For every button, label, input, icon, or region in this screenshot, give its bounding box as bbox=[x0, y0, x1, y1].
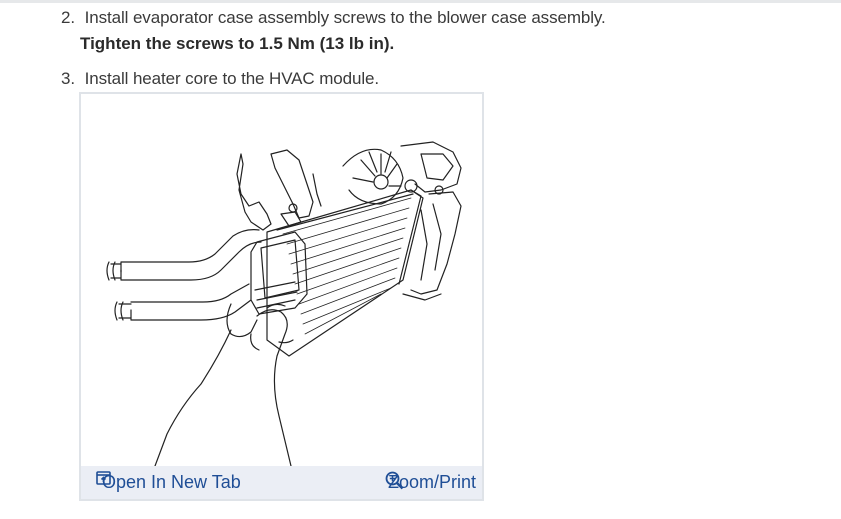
top-divider bbox=[0, 0, 841, 3]
open-in-new-tab-label: Open In New Tab bbox=[102, 472, 241, 492]
zoom-print-label: Zoom/Print bbox=[387, 472, 476, 492]
step-2-text: Install evaporator case assembly screws … bbox=[84, 8, 606, 27]
open-in-new-tab-link[interactable]: Open In New Tab bbox=[96, 471, 241, 493]
heater-core-figure: Open In New Tab Zoom/Print bbox=[79, 92, 484, 501]
step-3-number: 3. bbox=[61, 69, 75, 88]
heater-core-illustration bbox=[106, 141, 462, 466]
step-2: 2. Install evaporator case assembly scre… bbox=[61, 7, 606, 29]
step-2-torque-spec: Tighten the screws to 1.5 Nm (13 lb in). bbox=[80, 34, 395, 53]
step-2-number: 2. bbox=[61, 8, 75, 27]
zoom-print-link[interactable]: Zoom/Print bbox=[385, 471, 476, 493]
step-3-text: Install heater core to the HVAC module. bbox=[84, 69, 380, 88]
step-3: 3. Install heater core to the HVAC modul… bbox=[61, 68, 379, 90]
figure-toolbar: Open In New Tab Zoom/Print bbox=[81, 466, 482, 499]
